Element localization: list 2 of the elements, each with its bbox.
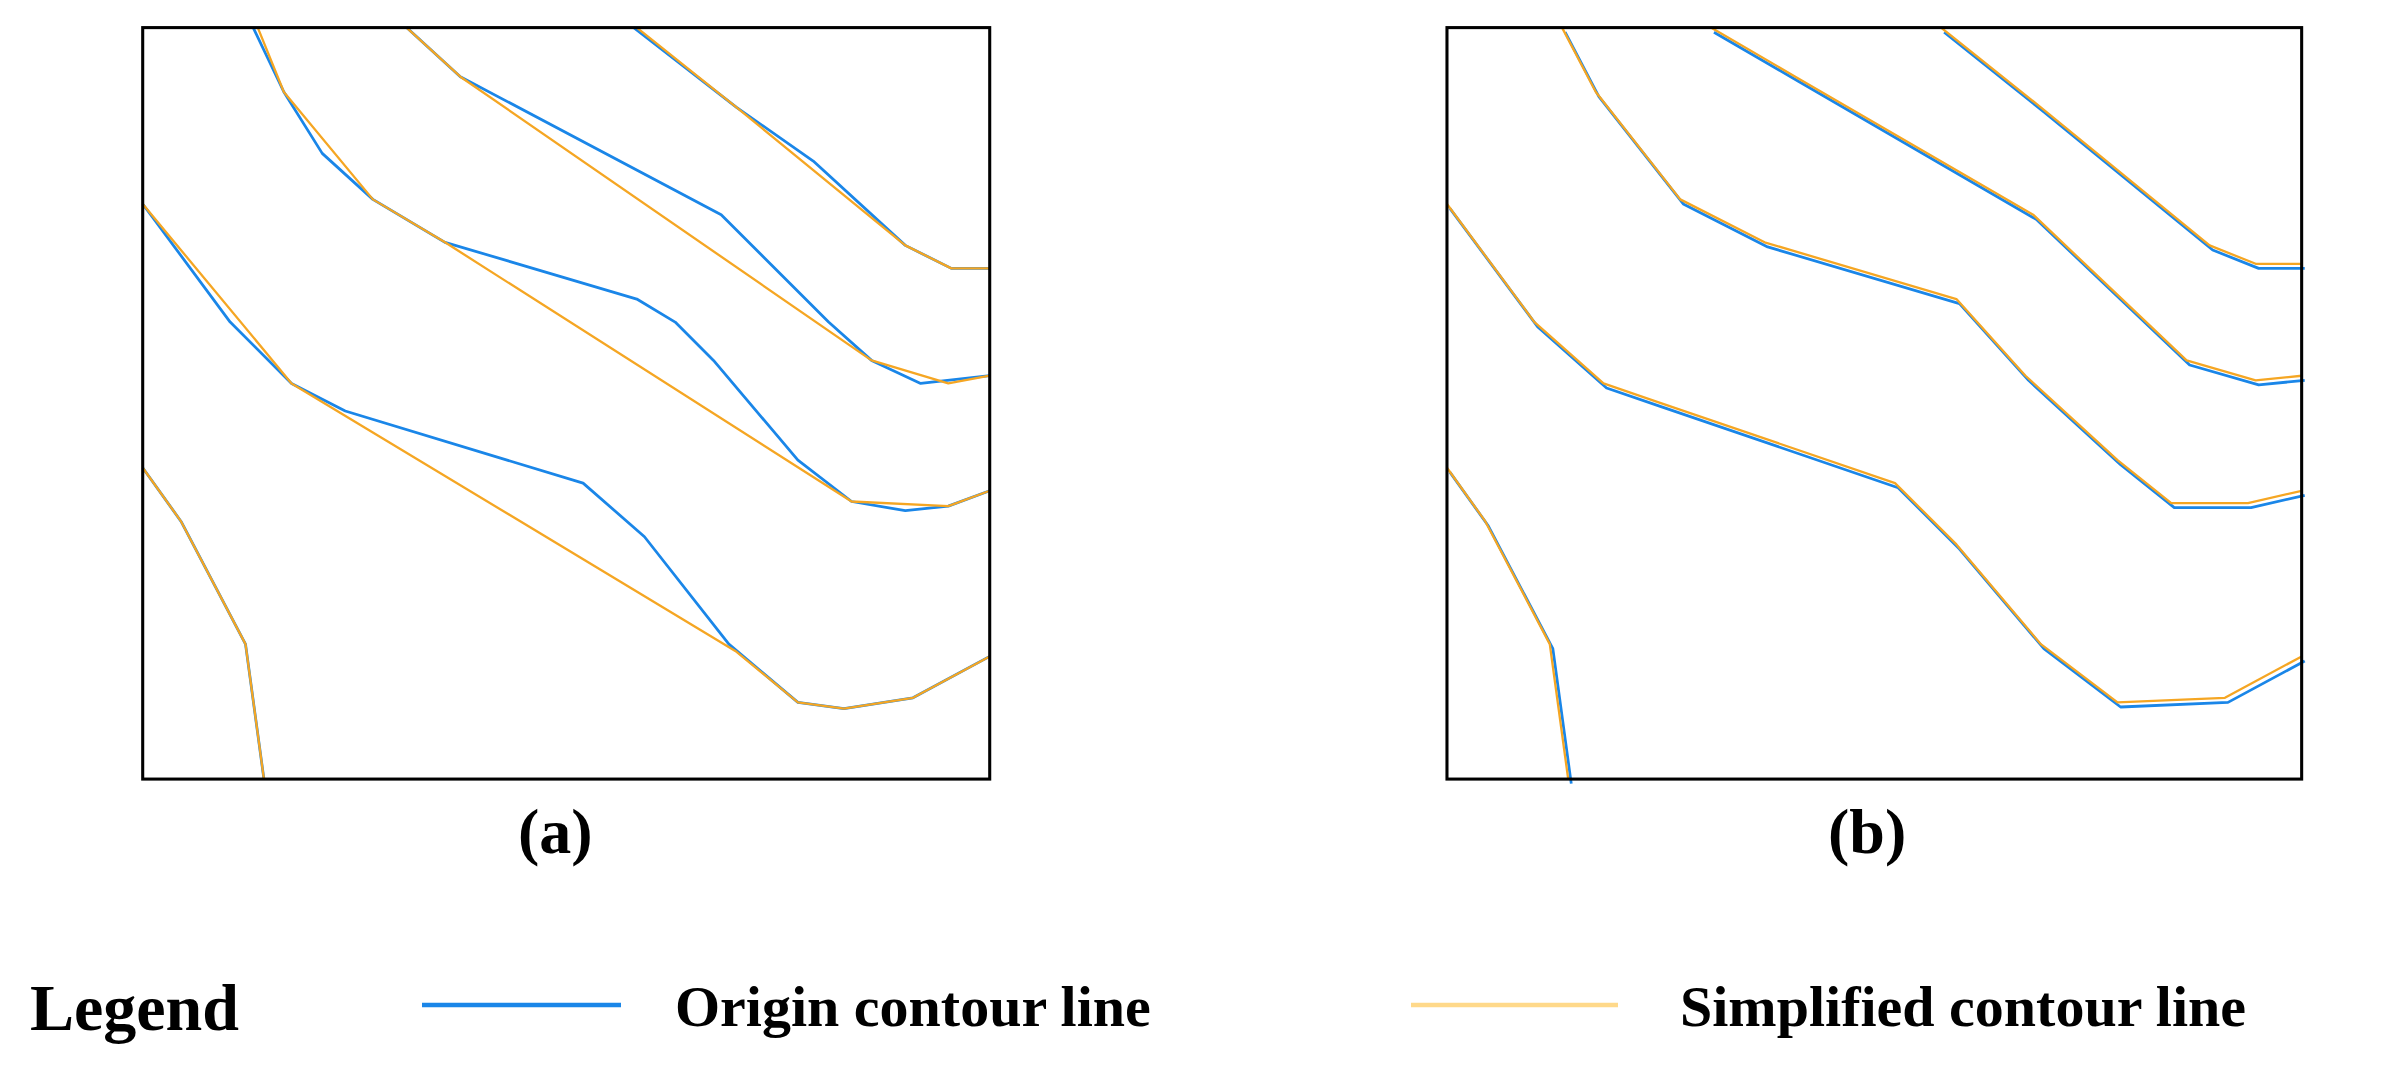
legend-label: Simplified contour line — [1680, 978, 2247, 1036]
legend-label: Origin contour line — [675, 978, 1151, 1036]
